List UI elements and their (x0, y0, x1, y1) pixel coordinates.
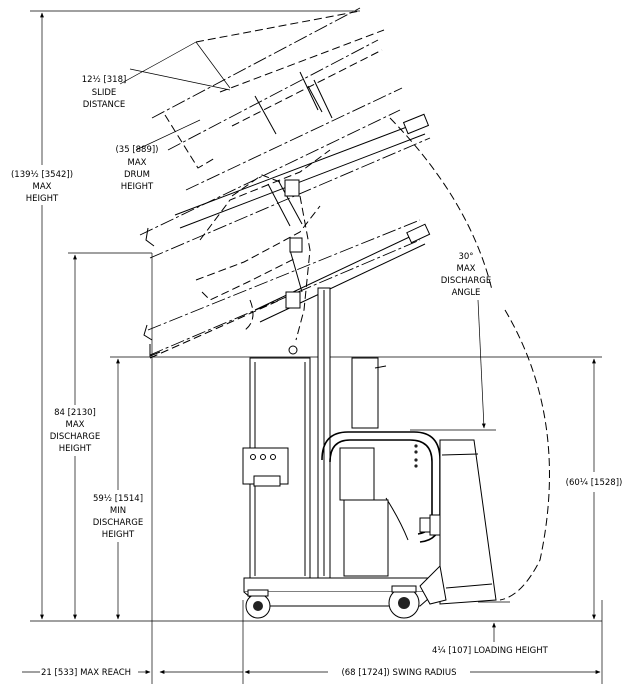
slide-distance-line2: DISTANCE (83, 100, 125, 110)
discharge-angle-line3: ANGLE (452, 288, 481, 298)
lifter-body (242, 287, 497, 619)
slide-distance-value: 12½ [318] (82, 75, 127, 85)
max-discharge-height-line2: DISCHARGE (50, 432, 100, 442)
max-discharge-height-line1: MAX (66, 420, 85, 430)
slide-distance-line1: SLIDE (92, 88, 117, 98)
min-discharge-height-line1: MIN (110, 506, 126, 516)
max-discharge-height-value: 84 [2130] (54, 408, 96, 418)
max-drum-height-line1: MAX (128, 158, 147, 168)
dimension-lines (22, 12, 601, 674)
max-drum-height-line2: DRUM (124, 170, 150, 180)
min-discharge-height-line3: HEIGHT (102, 530, 135, 540)
max-height-line1: MAX (33, 182, 52, 192)
max-height-line2: HEIGHT (26, 194, 59, 204)
drum-positions (139, 7, 431, 359)
max-reach-value: 21 [533] MAX REACH (41, 668, 131, 678)
swing-arcs (244, 117, 550, 601)
max-drum-height-line3: HEIGHT (121, 182, 154, 192)
discharge-angle-line1: MAX (457, 264, 476, 274)
right-height-value: (60¼ [1528]) (566, 478, 623, 488)
max-discharge-height-line3: HEIGHT (59, 444, 92, 454)
discharge-angle-value: 30° (458, 252, 473, 262)
swing-radius-value: (68 [1724]) SWING RADIUS (341, 668, 456, 678)
dimension-labels: 12½ [318] SLIDE DISTANCE (35 [889]) MAX … (11, 75, 622, 678)
discharge-angle-line2: DISCHARGE (441, 276, 491, 286)
max-drum-height-value: (35 [889]) (115, 145, 158, 155)
extension-lines (30, 10, 603, 684)
max-height-value: (139½ [3542]) (11, 170, 73, 180)
loading-height-value: 4¼ [107] LOADING HEIGHT (432, 646, 549, 656)
min-discharge-height-line2: DISCHARGE (93, 518, 143, 528)
min-discharge-height-value: 59½ [1514] (93, 494, 143, 504)
